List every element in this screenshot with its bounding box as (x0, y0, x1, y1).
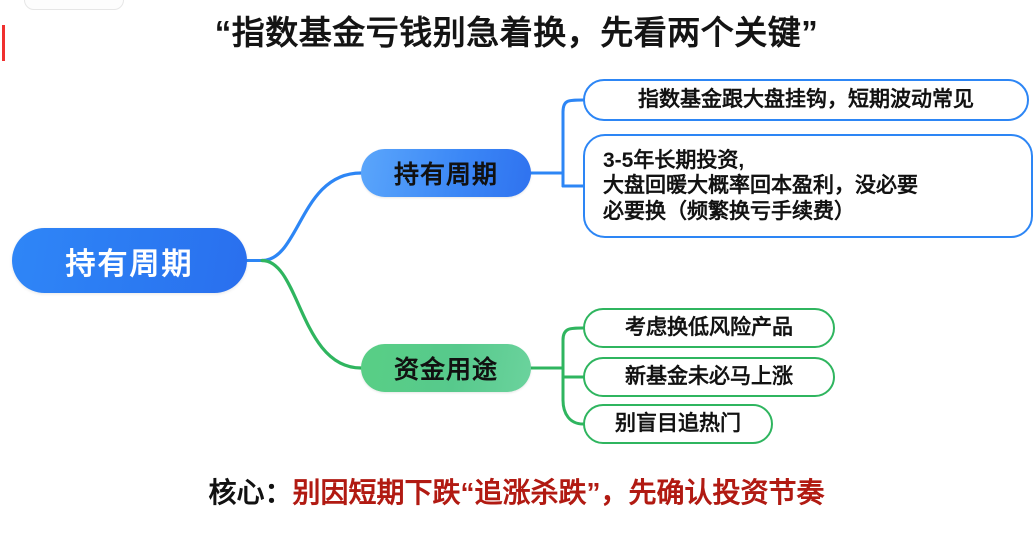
mindmap-leaf-index-fund-tracks-market[interactable]: 指数基金跟大盘挂钩，短期波动常见 (583, 79, 1029, 121)
page-title: “指数基金亏钱别急着换，先看两个关键” (214, 14, 819, 51)
mindmap-branch-holding-period[interactable]: 持有周期 (361, 149, 531, 197)
mindmap-root-node[interactable]: 持有周期 (12, 228, 247, 293)
mindmap-leaf-long-term-investment[interactable]: 3-5年长期投资, 大盘回暖大概率回本盈利，没必要 必要换（频繁换亏手续费） (583, 134, 1033, 238)
footer-value: 别因短期下跌“追涨杀跌”，先确认投资节奏 (292, 477, 825, 508)
mindmap-leaf-new-fund-may-not-rise[interactable]: 新基金未必马上涨 (583, 357, 835, 397)
footer-summary: 核心：别因短期下跌“追涨杀跌”，先确认投资节奏 (0, 471, 1033, 511)
red-edge-marker (2, 25, 5, 61)
footer-label: 核心： (208, 477, 293, 508)
mindmap-branch-fund-usage[interactable]: 资金用途 (361, 344, 531, 392)
mindmap-leaf-dont-chase-hot-funds[interactable]: 别盲目追热门 (583, 404, 773, 444)
mindmap-leaf-consider-low-risk-product[interactable]: 考虑换低风险产品 (583, 308, 835, 348)
